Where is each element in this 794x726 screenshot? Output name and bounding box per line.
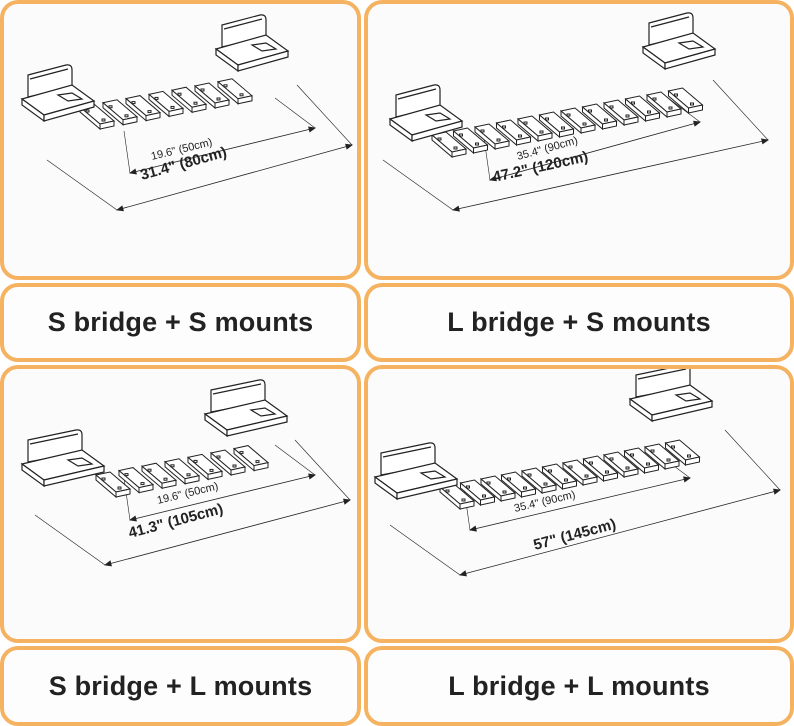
inner-dimension-line: [468, 476, 692, 532]
plank: [582, 455, 619, 483]
diagram-drawing: 35.4" (90cm)57" (145cm): [373, 369, 781, 577]
plank: [667, 87, 704, 115]
inner-dimension-line: [128, 126, 317, 175]
plank: [186, 453, 224, 481]
plank: [430, 131, 468, 159]
total-dimension-line: [104, 498, 351, 567]
plank: [602, 451, 640, 479]
bridge-planks: [438, 439, 701, 511]
plank: [500, 471, 537, 499]
total-dimension-line: [451, 138, 770, 212]
small-wall-mount: [388, 84, 464, 143]
plank: [452, 127, 489, 155]
plank: [495, 119, 532, 147]
plank: [170, 86, 208, 114]
bridge-diagram: 19.6" (50cm)41.3" (105cm): [20, 379, 351, 567]
plank: [623, 447, 660, 475]
large-wall-mount: [373, 442, 459, 501]
plank: [163, 458, 201, 485]
plank: [624, 95, 661, 123]
plank: [520, 467, 558, 495]
plank: [216, 78, 254, 105]
plank: [117, 467, 155, 494]
plank: [459, 479, 496, 507]
total-length-label: 41.3" (105cm): [127, 500, 225, 541]
small-wall-mount: [20, 64, 96, 123]
large-wall-mount: [20, 429, 106, 488]
diagram-panel-l-bridge-s-mounts: 35.4" (90cm)47.2" (120cm): [364, 0, 794, 280]
plank: [538, 111, 575, 139]
plank: [559, 107, 597, 135]
inner-dimension-line: [128, 473, 317, 522]
plank: [581, 103, 618, 131]
plank: [232, 445, 270, 472]
plank: [479, 475, 517, 503]
plank: [193, 82, 231, 110]
plank: [516, 115, 554, 143]
bridge-planks: [78, 78, 254, 131]
plank: [94, 471, 132, 499]
plank: [643, 443, 681, 471]
diagram-panel-s-bridge-s-mounts: 19.6" (50cm)31.4" (80cm): [0, 0, 361, 280]
plank: [602, 99, 640, 127]
bridge-planks: [94, 445, 270, 499]
configuration-label: S bridge + S mounts: [47, 307, 314, 337]
large-wall-mount: [203, 379, 289, 438]
configuration-label: L bridge + S mounts: [447, 307, 711, 337]
total-dimension-line: [115, 143, 354, 212]
plank: [209, 449, 247, 477]
bridge-diagram: 35.4" (90cm)47.2" (120cm): [382, 12, 770, 212]
diagram-drawing: 19.6" (50cm)31.4" (80cm): [20, 14, 354, 212]
configuration-label: S bridge + L mounts: [48, 670, 313, 701]
plank: [124, 95, 162, 122]
label-panel-3: S bridge + L mounts: [0, 646, 361, 726]
plank: [541, 463, 578, 491]
inner-dimension-line: [488, 120, 702, 182]
bridge-planks: [430, 87, 704, 159]
total-dimension-line: [459, 488, 781, 577]
diagram-panel-s-bridge-l-mounts: 19.6" (50cm)41.3" (105cm): [0, 365, 361, 643]
plank: [561, 459, 599, 487]
label-panel-2: L bridge + S mounts: [364, 283, 794, 362]
label-panel-1: S bridge + S mounts: [0, 283, 361, 362]
bridge-diagram: 35.4" (90cm)57" (145cm): [373, 369, 781, 577]
label-panel-4: L bridge + L mounts: [364, 646, 794, 726]
configuration-label: L bridge + L mounts: [448, 670, 710, 701]
bridge-diagram: 19.6" (50cm)31.4" (80cm): [20, 14, 354, 212]
small-wall-mount: [641, 12, 717, 71]
small-wall-mount: [214, 14, 290, 73]
plank: [473, 123, 511, 151]
plank: [147, 90, 185, 118]
total-length-label: 57" (145cm): [532, 516, 618, 554]
diagram-drawing: 35.4" (90cm)47.2" (120cm): [382, 12, 770, 212]
diagram-panel-l-bridge-l-mounts: 35.4" (90cm)57" (145cm): [364, 365, 794, 643]
plank: [140, 462, 178, 490]
plank: [645, 91, 683, 119]
plank: [664, 439, 701, 467]
plank: [101, 99, 139, 126]
diagram-drawing: 19.6" (50cm)41.3" (105cm): [20, 379, 351, 567]
large-wall-mount: [628, 369, 714, 423]
